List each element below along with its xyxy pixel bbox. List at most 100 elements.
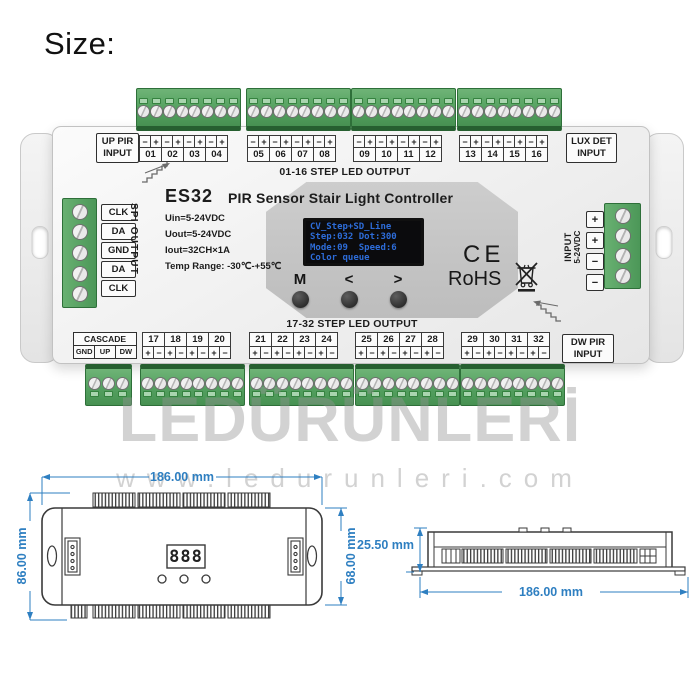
channel-number: 22 [271, 332, 294, 347]
terminal-screw [615, 248, 630, 264]
push-button: M [283, 271, 317, 308]
terminal-block-ch25-28 [355, 364, 460, 406]
polarity-row: −+ [183, 135, 206, 148]
power-pin-label: + [586, 211, 604, 228]
terminal-screw [442, 97, 454, 118]
bottom-terminal-combs [70, 603, 271, 619]
label-line: LUX DET [571, 136, 612, 148]
channel-number: 05 [247, 147, 270, 162]
power-terminal-block [604, 203, 641, 289]
channel-05: −+05 [247, 135, 270, 162]
channel-number: 17 [142, 332, 165, 347]
terminal-screw [429, 97, 441, 118]
polarity-cell: + [249, 346, 261, 359]
channel-12: −+12 [419, 135, 442, 162]
label-line: 5-24VDC [572, 230, 582, 264]
channel-16: −+16 [525, 135, 548, 162]
mounting-slot-right [655, 226, 673, 259]
spi-pin-label: CLK [101, 204, 136, 221]
channel-22: 22+− [271, 332, 294, 359]
channel-number: 13 [459, 147, 482, 162]
top-view-height-label: 86.00 mm [15, 528, 29, 585]
terminal-screw [151, 97, 163, 118]
side-view-flange [411, 566, 686, 572]
terminal-block-ch05-08 [246, 88, 351, 131]
spec-line: Temp Range: -30℃-+55℃ [165, 261, 282, 272]
channel-group-25-28: 25+−26+−27+−28+− [355, 332, 444, 359]
channel-32: 32+− [527, 332, 550, 359]
channel-number: 31 [505, 332, 528, 347]
terminal-screw [391, 97, 403, 118]
spec-line: Iout=32CH×1A [165, 245, 230, 256]
channel-number: 16 [525, 147, 548, 162]
polarity-cell: − [410, 346, 422, 359]
channel-number: 29 [461, 332, 484, 347]
spi-terminal-block [62, 198, 97, 308]
channel-number: 15 [503, 147, 526, 162]
label-line: UP PIR [101, 136, 134, 148]
terminal-screw [510, 97, 522, 118]
power-pin-label: + [586, 232, 604, 249]
top-view-slot-left [46, 545, 58, 567]
label-line: DW PIR [570, 336, 606, 348]
terminal-block-ch13-16 [457, 88, 562, 131]
channel-02: −+02 [161, 135, 184, 162]
polarity-row: +− [208, 346, 231, 359]
rohs-mark: RoHS [448, 268, 502, 290]
polarity-cell: + [315, 346, 327, 359]
channel-number: 04 [205, 147, 228, 162]
push-button: < [332, 271, 366, 308]
channel-number: 24 [315, 332, 338, 347]
channel-group-01-04: −+01−+02−+03−+04 [139, 135, 228, 162]
channel-06: −+06 [269, 135, 292, 162]
power-pin-labels: ++−− [586, 211, 604, 295]
stairs-up-icon [142, 162, 170, 183]
polarity-row: +− [142, 346, 165, 359]
channel-group-13-16: −+13−+14−+15−+16 [459, 135, 548, 162]
terminal-screw [214, 97, 226, 118]
channel-group-29-32: 29+−30+−31+−32+− [461, 332, 550, 359]
terminal-screw [299, 97, 311, 118]
cascade-pin-label: GND [73, 344, 96, 359]
watermark-url: www.ledurunleri.com [116, 463, 584, 493]
polarity-row: +− [164, 346, 187, 359]
cascade-pin-label: UP [93, 344, 117, 359]
oled-display-line: Mode:09 Speed:6 [310, 242, 397, 253]
channel-number: 09 [353, 147, 376, 162]
channel-number: 25 [355, 332, 378, 347]
channel-number: 07 [291, 147, 314, 162]
watermark-brand: LEDÜRÜNLERİ [118, 385, 582, 455]
terminal-screw [337, 97, 349, 118]
channel-number: 10 [375, 147, 398, 162]
terminal-screw [417, 97, 429, 118]
top-view-slot-right [306, 545, 318, 567]
terminal-screw [353, 97, 365, 118]
channel-number: 30 [483, 332, 506, 347]
polarity-row: +− [527, 346, 550, 359]
channel-25: 25+− [355, 332, 378, 359]
channel-number: 23 [293, 332, 316, 347]
side-view-buttons [518, 527, 572, 533]
polarity-row: −+ [419, 135, 442, 148]
channel-number: 18 [164, 332, 187, 347]
channel-28: 28+− [421, 332, 444, 359]
terminal-screw [286, 97, 298, 118]
mounting-ear-right [644, 133, 684, 363]
channel-number: 20 [208, 332, 231, 347]
polarity-cell: − [175, 346, 187, 359]
top-output-label: 01-16 STEP LED OUTPUT [279, 166, 411, 178]
spec-line: Uout=5-24VDC [165, 229, 232, 240]
mounting-slot-left [31, 226, 49, 259]
terminal-screw [615, 228, 630, 244]
polarity-row: −+ [313, 135, 336, 148]
channel-group-21-24: 21+−22+−23+−24+− [249, 332, 338, 359]
channel-09: −+09 [353, 135, 376, 162]
channel-number: 11 [397, 147, 420, 162]
top-view-display [166, 544, 206, 569]
channel-number: 28 [421, 332, 444, 347]
top-terminal-combs [92, 492, 271, 508]
